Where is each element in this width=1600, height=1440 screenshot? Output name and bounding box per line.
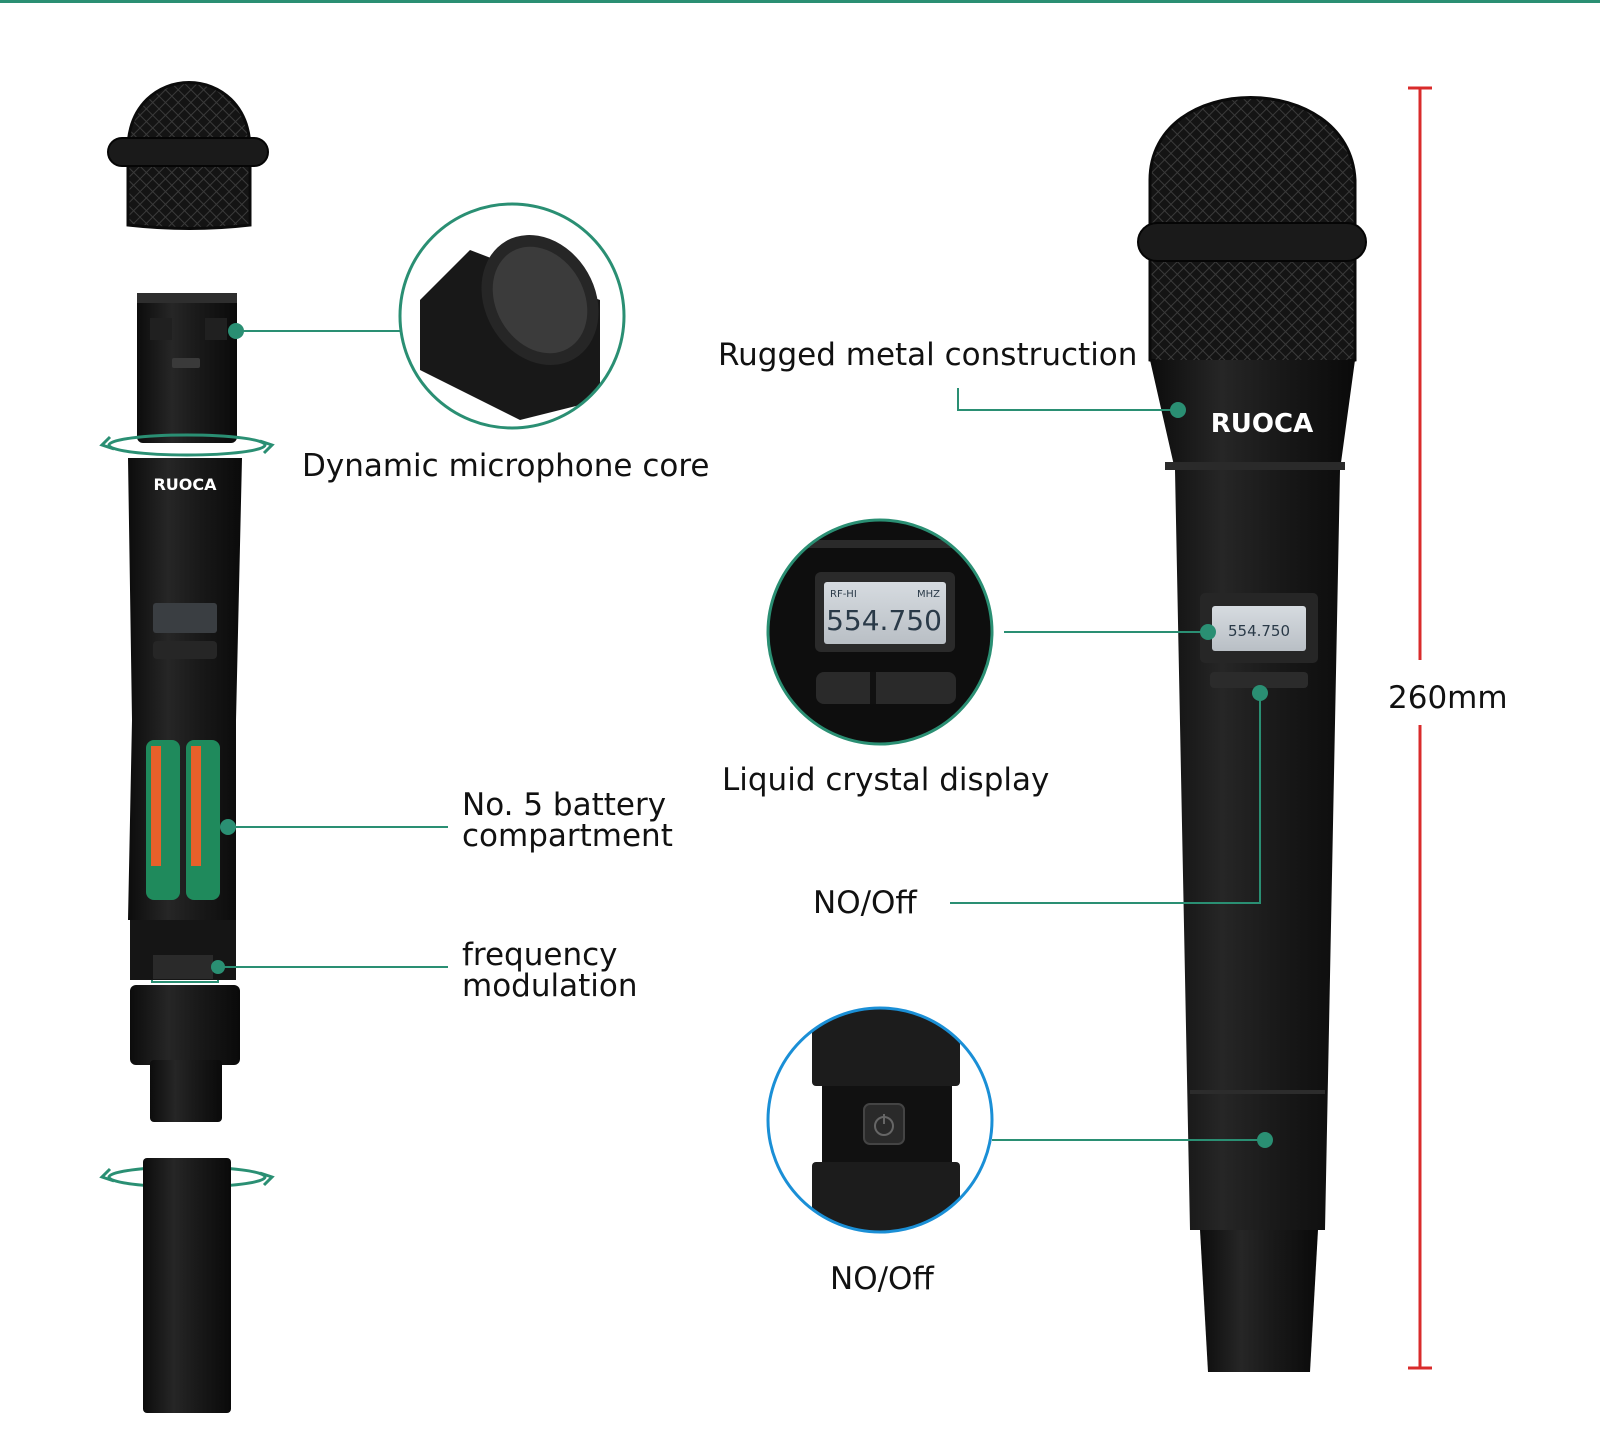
grille-head: [1137, 96, 1367, 371]
assembled-microphone: RUOCA 554.750: [1137, 96, 1367, 1372]
top-accent-rule: [0, 0, 1600, 3]
leader-lines-left: [218, 330, 448, 968]
brand-logo-right: RUOCA: [1211, 409, 1313, 439]
leader-lines-right: [950, 388, 1265, 1141]
label-frequency-modulation: frequency modulation: [462, 940, 637, 1002]
label-switch: NO/Off: [813, 885, 917, 921]
lcd-rf-label: RF-HI: [830, 589, 857, 600]
label-dimension: 260mm: [1388, 680, 1508, 716]
zoom-circle-core: [398, 202, 626, 430]
label-switch-zoom: NO/Off: [830, 1261, 934, 1297]
freq-line-1: frequency: [462, 937, 618, 973]
label-lcd: Liquid crystal display: [722, 762, 1050, 798]
brand-logo-left: RUOCA: [153, 475, 217, 494]
freq-line-2: modulation: [462, 968, 638, 1004]
lcd-unit-label: MHZ: [917, 589, 940, 600]
height-dimension-line: [1408, 86, 1432, 1370]
label-dynamic-core: Dynamic microphone core: [302, 448, 710, 484]
handle-body: RUOCA 554.750: [1150, 360, 1355, 1230]
grille-head-detached: [107, 81, 269, 230]
lcd-frequency-zoom: 554.750: [826, 604, 942, 637]
label-battery-compartment: No. 5 battery compartment: [462, 790, 673, 852]
handle-bottom-connector: [130, 985, 240, 1122]
battery-line-2: compartment: [462, 818, 673, 854]
zoom-circle-lcd: RF-HI MHZ 554.750: [766, 518, 994, 746]
battery-cap: [143, 1158, 231, 1413]
battery-line-1: No. 5 battery: [462, 787, 667, 823]
lcd-frequency-small: 554.750: [1228, 622, 1290, 640]
label-rugged-metal: Rugged metal construction: [718, 337, 1138, 373]
handle-body-open: RUOCA: [128, 458, 242, 983]
mic-core-capsule: [137, 293, 244, 443]
zoom-circle-switch: [766, 1006, 994, 1234]
exploded-microphone: RUOCA: [99, 81, 275, 1413]
handle-bottom: [1200, 1230, 1318, 1372]
rotation-arrow-upper: [99, 433, 275, 457]
